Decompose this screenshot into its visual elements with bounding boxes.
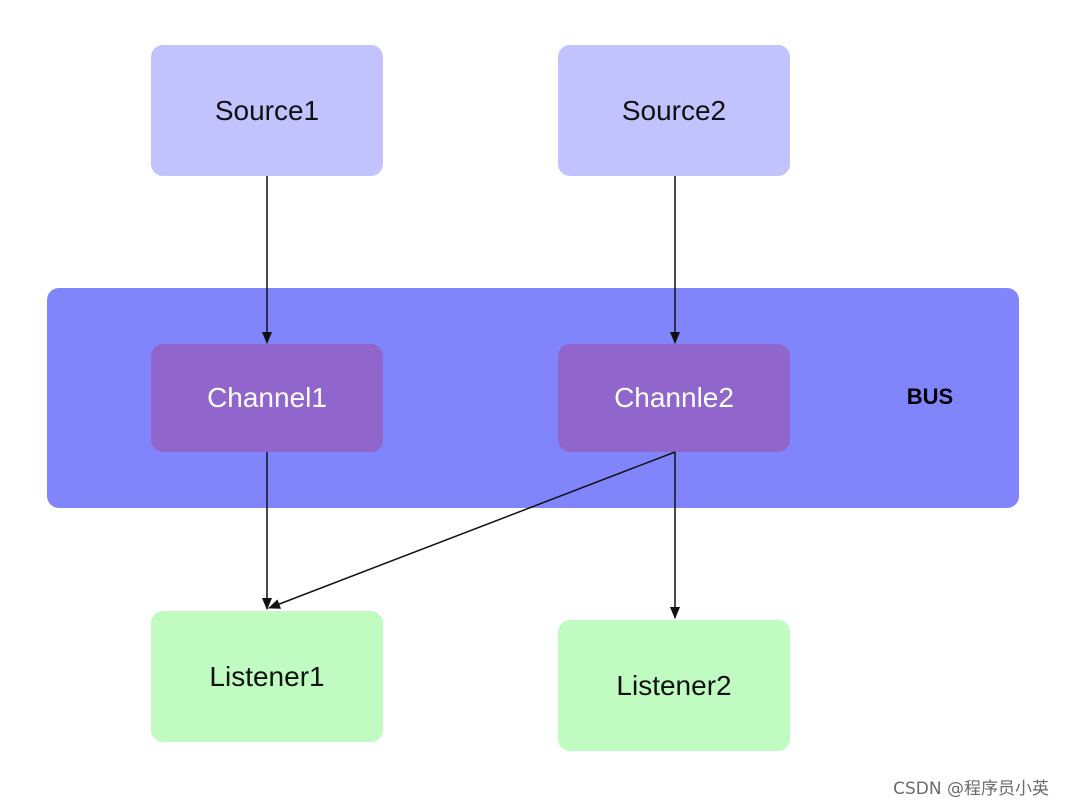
listener1-node: Listener1 (151, 611, 383, 742)
bus-label: BUS (906, 384, 954, 409)
source2-node: Source2 (558, 45, 790, 176)
listener2-node: Listener2 (558, 620, 790, 751)
source1-node: Source1 (151, 45, 383, 176)
channel2-node: Channle2 (558, 344, 790, 452)
channel1-node: Channel1 (151, 344, 383, 452)
watermark-text: CSDN @程序员小英 (893, 779, 1049, 799)
